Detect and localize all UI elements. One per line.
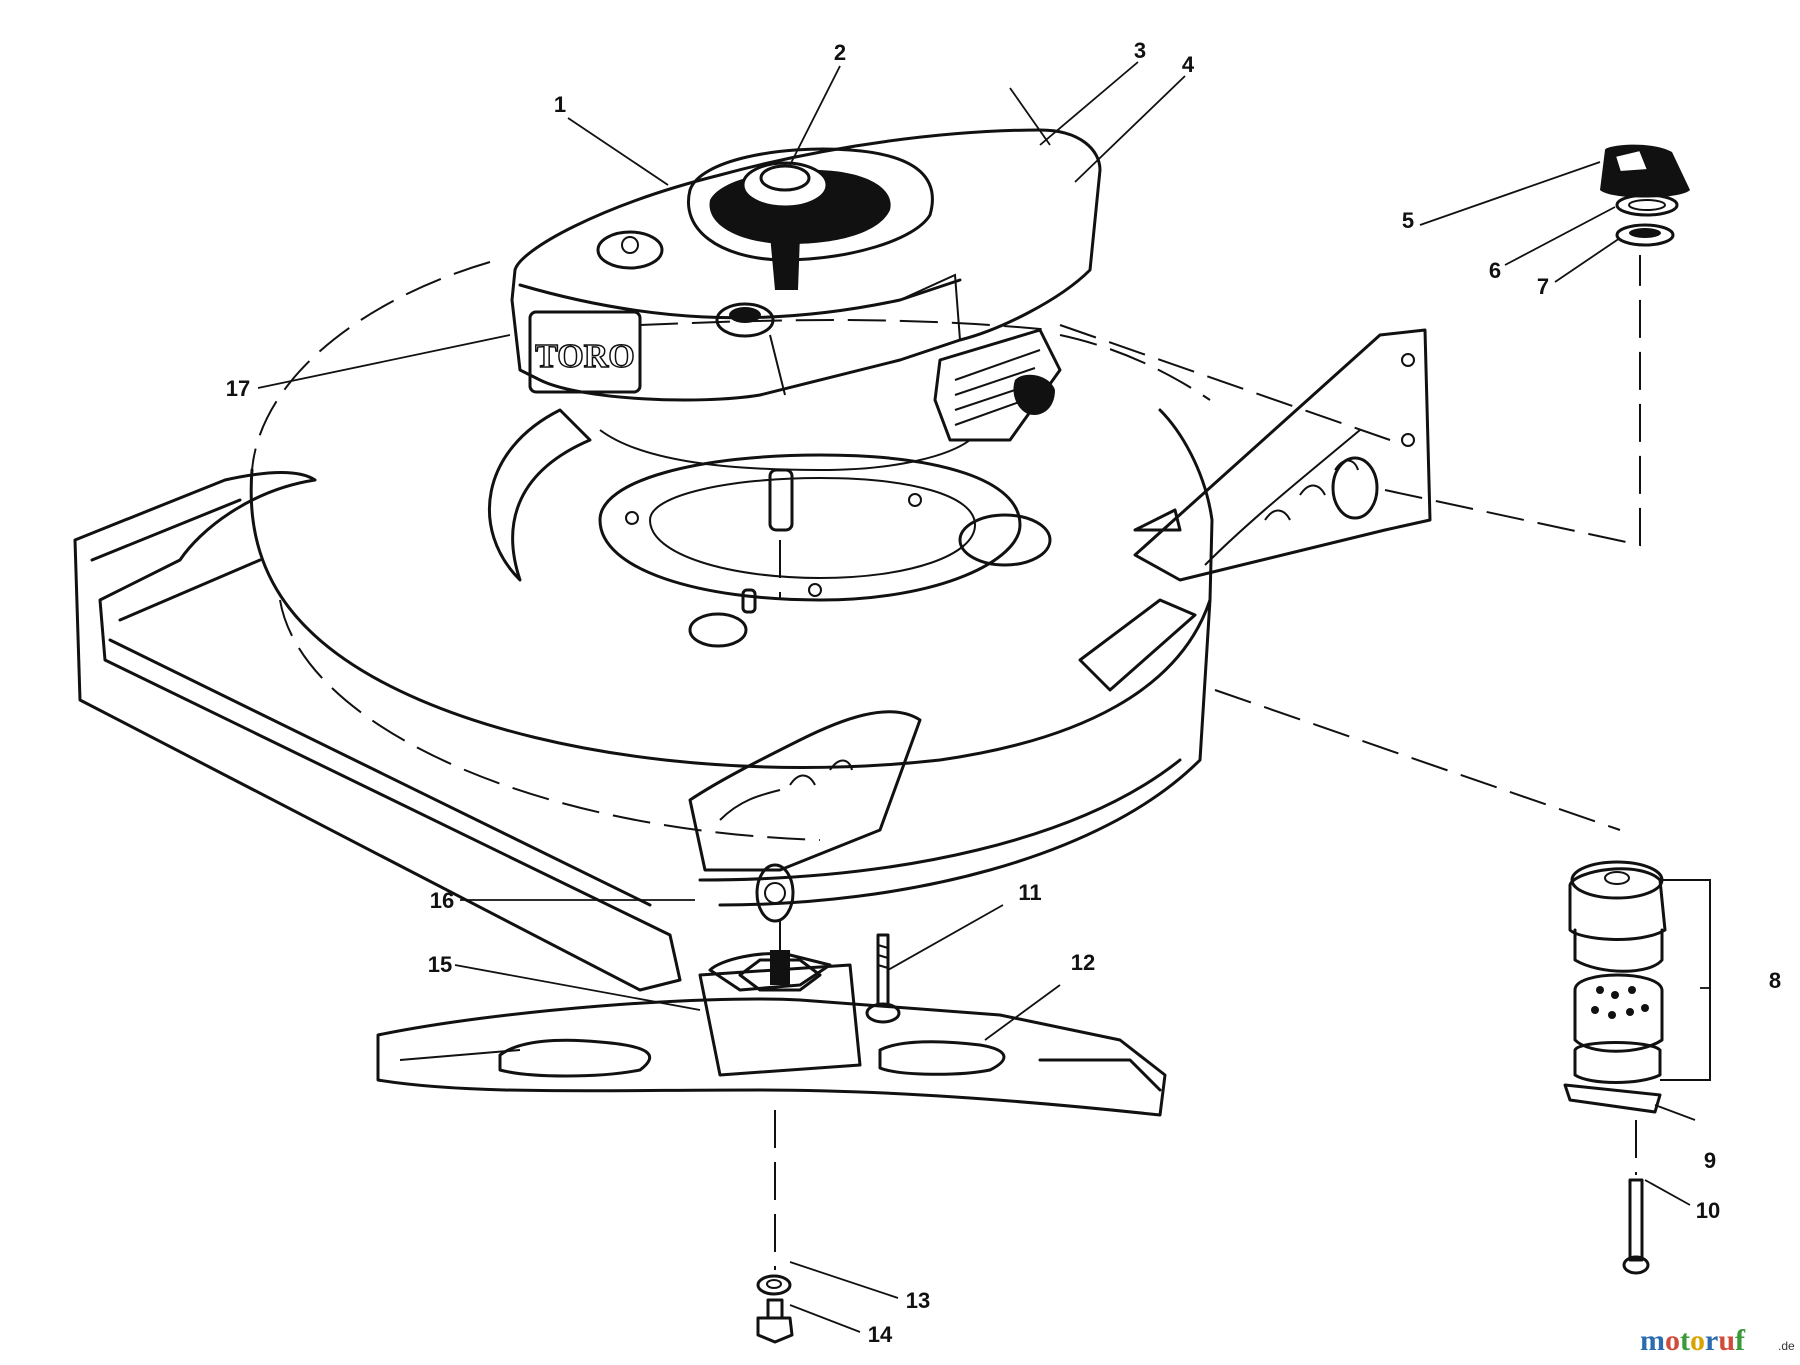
watermark-letter: o	[1665, 1324, 1680, 1357]
callout-13: 13	[906, 1288, 930, 1313]
wheel-cap-group	[1600, 144, 1690, 247]
watermark-letter: u	[1718, 1324, 1735, 1357]
callout-10: 10	[1696, 1198, 1720, 1223]
blade-assembly	[376, 933, 1167, 1344]
watermark: motoruf .de	[1640, 1324, 1795, 1357]
callout-3: 3	[1134, 38, 1146, 63]
toro-badge	[528, 310, 642, 394]
engine: TORO	[510, 128, 1102, 532]
callout-17: 17	[226, 376, 250, 401]
leader-lines	[257, 61, 1710, 1333]
callouts: 1 2 3 4 5 6 7 8 9 10 11 12 13 14 15 16 1…	[226, 38, 1781, 1347]
callout-1: 1	[554, 92, 566, 117]
callout-4: 4	[1182, 52, 1195, 77]
callout-16: 16	[430, 888, 454, 913]
filter-group	[1563, 860, 1711, 1275]
callout-8: 8	[1769, 968, 1781, 993]
watermark-letter: o	[1690, 1324, 1705, 1357]
callout-11: 11	[1018, 880, 1041, 905]
callout-7: 7	[1537, 274, 1549, 299]
watermark-letter: f	[1735, 1324, 1746, 1357]
callout-9: 9	[1704, 1148, 1716, 1173]
callout-12: 12	[1071, 950, 1095, 975]
callout-2: 2	[834, 40, 846, 65]
alignment-lines	[774, 255, 1641, 1270]
watermark-suffix: .de	[1778, 1339, 1795, 1353]
watermark-letter: m	[1640, 1324, 1665, 1357]
watermark-letter: t	[1680, 1324, 1690, 1357]
watermark-text: motoruf	[1640, 1324, 1746, 1357]
watermark-letter: r	[1705, 1324, 1718, 1357]
callout-15: 15	[428, 952, 452, 977]
brand-label: TORO	[535, 338, 635, 375]
callout-14: 14	[868, 1322, 893, 1347]
callout-5: 5	[1402, 208, 1414, 233]
mower-deck	[73, 261, 1432, 992]
callout-6: 6	[1489, 258, 1501, 283]
